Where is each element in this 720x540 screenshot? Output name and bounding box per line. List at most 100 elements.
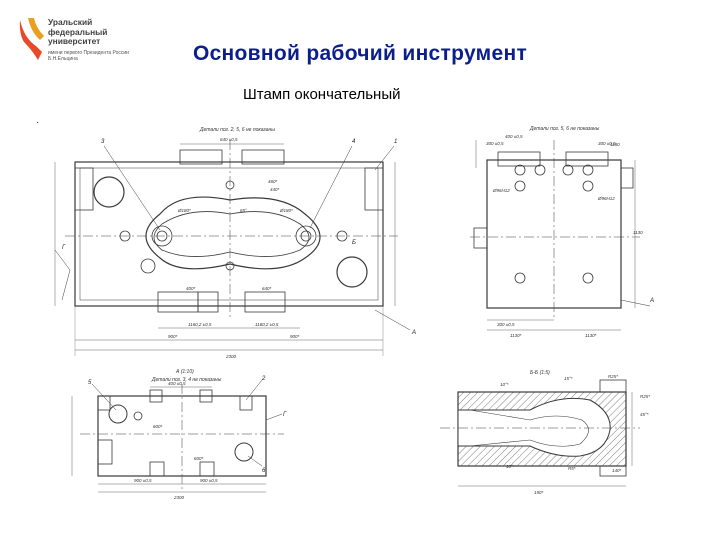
right-leader-a	[620, 299, 651, 307]
section-top-cap	[599, 379, 627, 393]
main-leader-a	[374, 309, 411, 331]
section-dim-text: 190*	[534, 490, 544, 495]
main-leader-g	[54, 249, 71, 301]
front-leader-2	[245, 379, 263, 401]
main-bore-br	[336, 256, 368, 288]
right-caption: Детали поз. 5, 6 не показаны	[529, 126, 600, 132]
right-dim-text: 300 ±0,5	[486, 141, 504, 146]
main-bottom-notch-2	[197, 291, 219, 313]
main-left-pocket	[74, 167, 94, 211]
main-cavity-inner	[153, 211, 310, 257]
main-dim-text: 640*	[262, 286, 272, 291]
right-dim-text: Ø96Н12	[492, 188, 510, 193]
right-hole	[514, 180, 526, 192]
section-dim-text: R25*	[640, 394, 650, 399]
main-dim-text: 2300	[225, 354, 237, 359]
university-logo: Уральский федеральный университет имени …	[18, 14, 130, 70]
right-stub	[473, 227, 488, 249]
section-dim-text: R5*	[568, 466, 576, 471]
main-bore-tl	[93, 176, 125, 208]
right-dim-text: 1180	[610, 142, 620, 147]
right-dim-text: Ø96Н12	[597, 196, 615, 201]
main-dim-text: Ø180*	[279, 208, 293, 213]
main-leader-1	[374, 145, 395, 171]
main-leader-label: Б	[352, 240, 356, 246]
main-caption: Детали поз. 2, 5, 6 не показаны	[199, 127, 275, 133]
front-top-block-1	[149, 389, 163, 403]
right-top-notch-2	[565, 151, 609, 167]
main-dim-text: 65°	[240, 208, 247, 213]
main-plate-outline	[74, 161, 384, 307]
section-dim-text: 10°*	[500, 382, 509, 387]
front-dim-text: 400 ±0,5	[168, 381, 186, 386]
right-leader-label: А	[649, 298, 654, 304]
main-dim-text: 640 ±0,5	[220, 137, 238, 142]
front-top-pocket-right	[239, 395, 253, 411]
right-side-notch	[620, 167, 634, 189]
main-right-pocket	[364, 167, 384, 211]
front-dim-text: 600*	[194, 456, 204, 461]
right-hole	[582, 180, 594, 192]
front-bottom-block-1	[149, 461, 165, 477]
main-top-notch-right	[241, 149, 285, 165]
front-view: А (1:10) Детали поз. 3, 4 не показаны 40…	[71, 369, 287, 500]
front-dim-text: 600*	[153, 424, 163, 429]
right-dim-text: 300 ±0,5	[598, 141, 616, 146]
section-cavity-inner	[469, 409, 589, 447]
slide-subtitle: Штамп окончательный	[243, 86, 401, 103]
right-top-notch-1	[497, 151, 541, 167]
section-bottom-cap	[599, 465, 627, 477]
main-dim-text: 400*	[186, 286, 196, 291]
right-hole	[514, 164, 526, 176]
main-leader-4	[309, 145, 353, 229]
slide-title: Основной рабочий инструмент	[192, 42, 528, 65]
section-dim-text: R25*	[608, 374, 618, 379]
section-view: Б-Б (1:5) 10°* 15°* R25* R25* 45°* 10°* …	[440, 370, 650, 495]
section-dim-text: 10°*	[506, 464, 515, 469]
section-dim-text: 15°*	[564, 376, 573, 381]
right-dim-text: 1130*	[585, 333, 597, 338]
right-hole	[514, 272, 526, 284]
main-leader-label: Г	[62, 245, 66, 251]
main-dim-text: 460*	[268, 179, 278, 184]
main-leader-label: 3	[101, 139, 105, 145]
right-hole	[582, 272, 594, 284]
right-plan-view: Детали поз. 5, 6 не показаны 300 ±0,5 40…	[470, 126, 654, 338]
university-subtitle: имени первого Президента России Б.Н.Ельц…	[48, 50, 129, 62]
main-dim-text: 1160,2 ±0,5	[255, 322, 279, 327]
main-dim-text: 1160,2 ±0,5	[188, 322, 212, 327]
main-cavity-outer	[145, 196, 321, 270]
section-dim-text: 45°*	[640, 412, 649, 417]
front-dim-text: 900 ±0,5	[200, 478, 218, 483]
front-leader-label: Г	[283, 412, 287, 418]
section-dim-text: 140*	[612, 468, 622, 473]
front-leader-label: 2	[261, 376, 266, 382]
main-dim-text: 440*	[270, 187, 280, 192]
right-hole	[534, 164, 546, 176]
main-top-notch-left	[179, 149, 223, 165]
front-leader-5	[91, 383, 117, 411]
main-dim-text: 900*	[290, 334, 300, 339]
front-leader-label: 5	[88, 380, 92, 386]
section-cavity	[457, 397, 611, 457]
right-dim-text: 1130*	[510, 333, 522, 338]
main-leader-3	[103, 145, 161, 231]
front-dim-text: 2300	[173, 495, 185, 500]
main-leader-label: 4	[352, 139, 356, 145]
main-plate-inner	[79, 167, 379, 301]
main-bottom-notch-1	[157, 291, 199, 313]
right-hole	[562, 164, 574, 176]
front-caption: Детали поз. 3, 4 не показаны	[151, 377, 222, 383]
urfu-logo-icon	[19, 18, 44, 60]
main-dim-text: 900*	[168, 334, 178, 339]
front-top-pocket-left	[97, 395, 111, 411]
right-dim-text: 300 ±0,5	[497, 322, 515, 327]
front-left-pocket	[97, 439, 113, 465]
main-hole-1	[140, 258, 156, 274]
stray-dot: ·	[36, 117, 40, 128]
front-leader-g	[265, 413, 283, 421]
front-dim-text: 900 ±0,5	[134, 478, 152, 483]
main-leader-label: 1	[394, 139, 397, 145]
main-plan-view: Детали поз. 2, 5, 6 не показаны	[54, 127, 416, 359]
